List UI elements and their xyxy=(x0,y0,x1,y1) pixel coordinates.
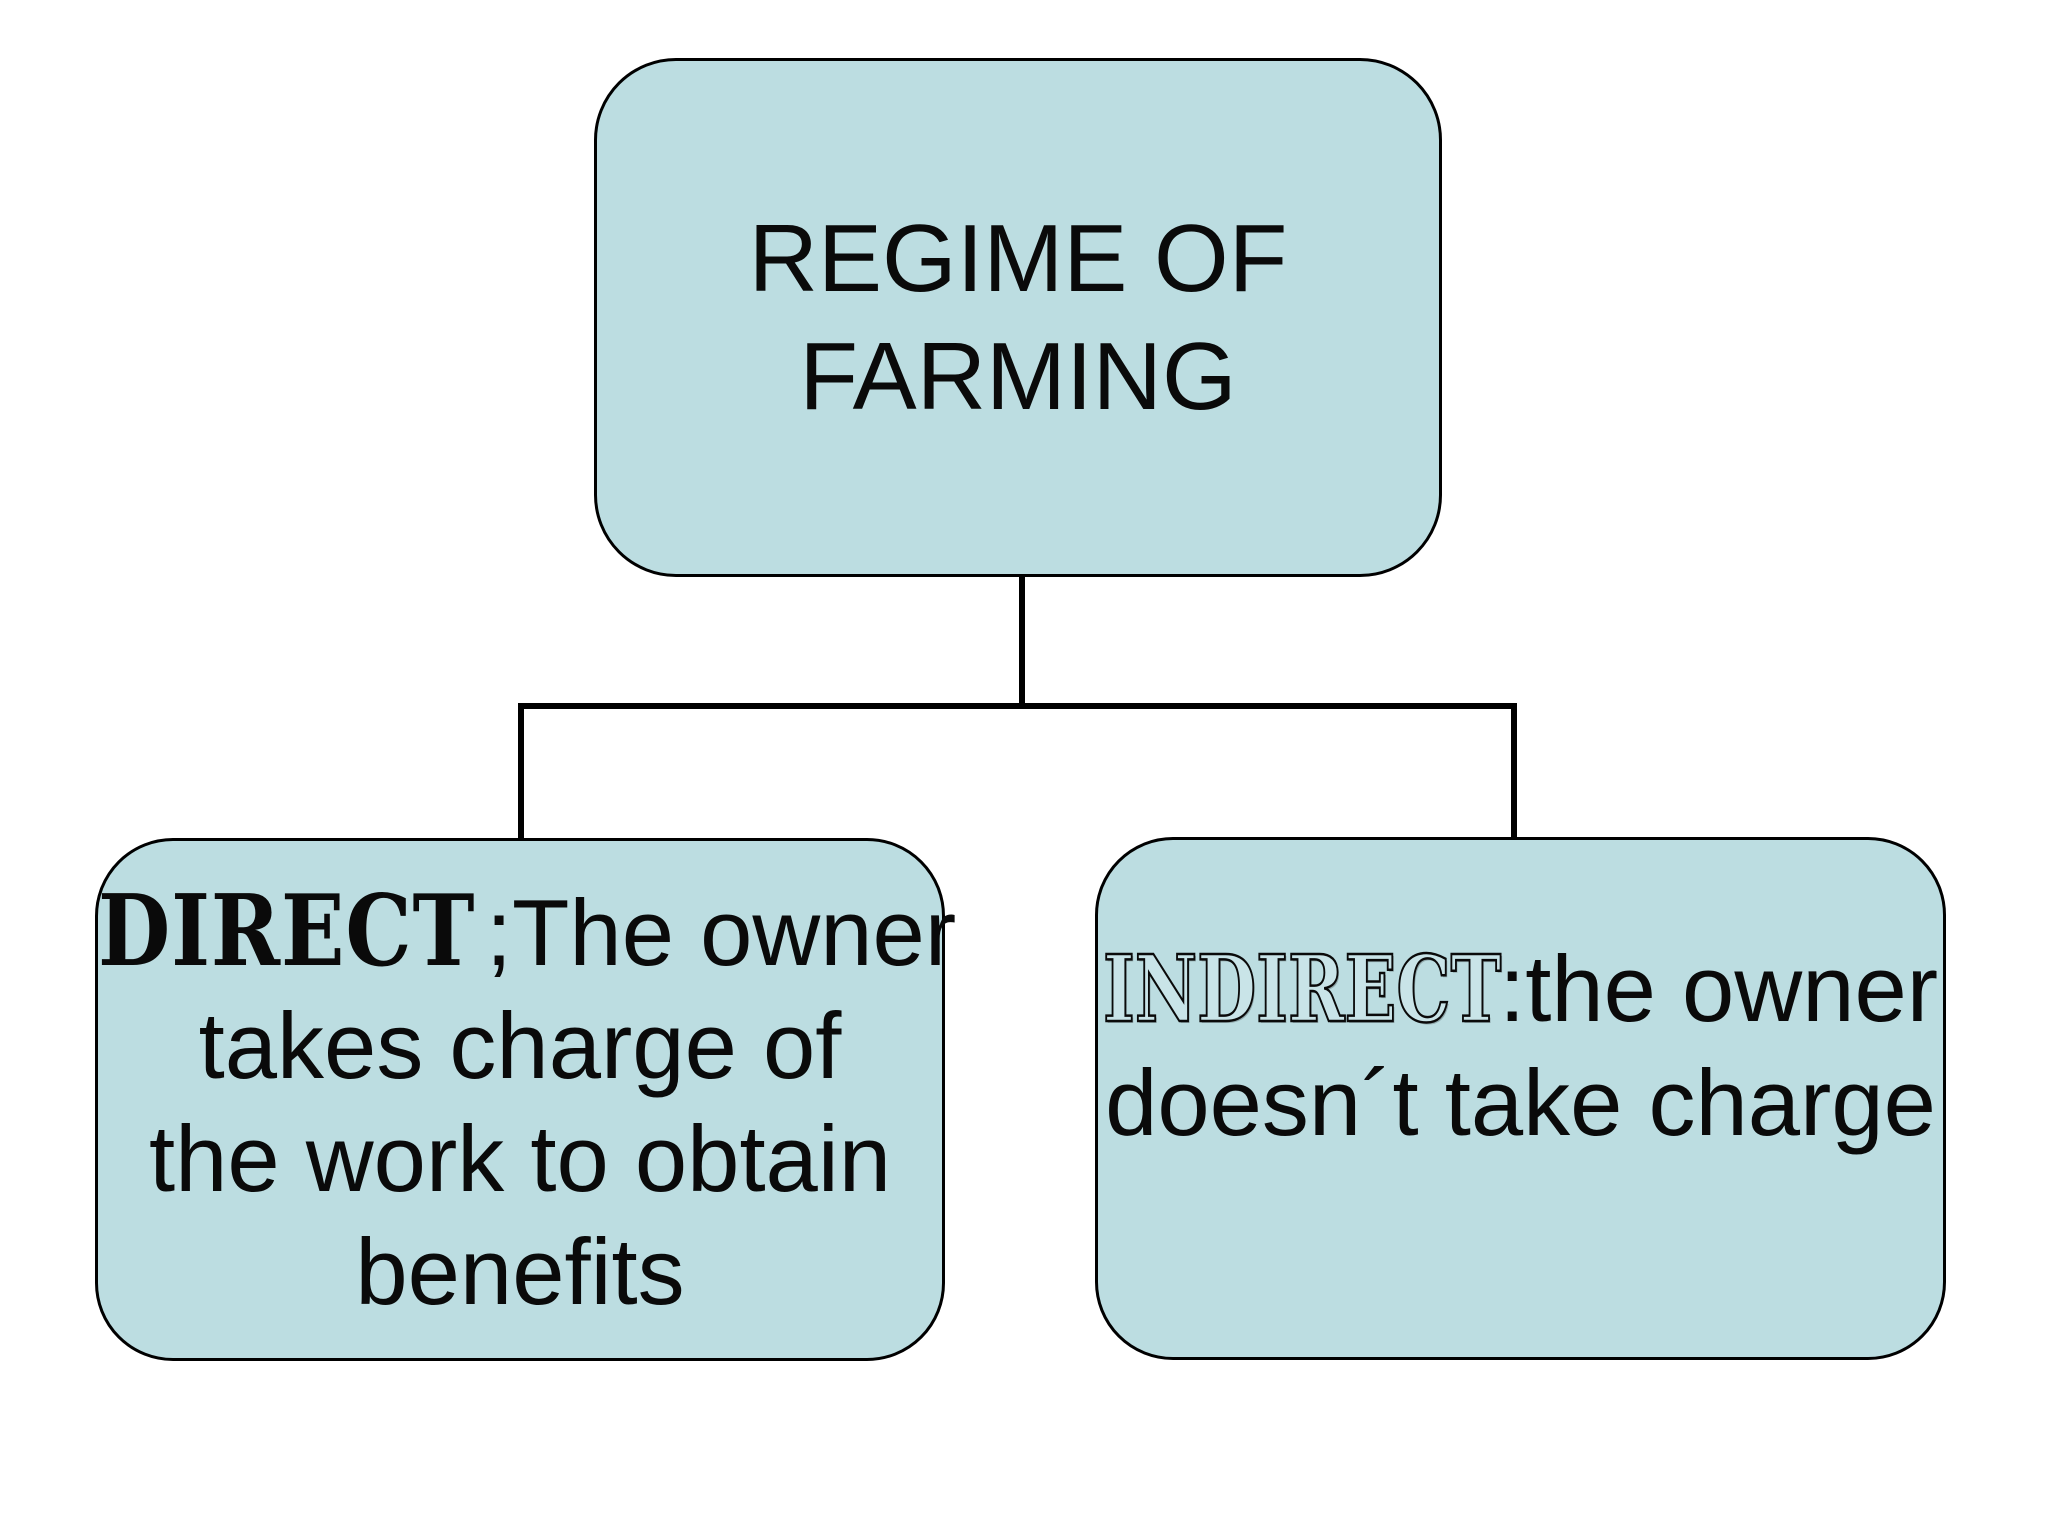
direct-keyword: DIRECT xyxy=(98,874,476,989)
root-title-line-1: REGIME OF xyxy=(748,204,1288,312)
node-regime-of-farming: REGIME OF FARMING xyxy=(594,58,1442,577)
node-direct: DIRECT;The owner takes charge of the wor… xyxy=(95,838,956,1361)
connector-stem xyxy=(1019,574,1025,709)
direct-line-4: benefits xyxy=(355,1219,685,1324)
node-indirect: INDIRECT:the owner doesn´t take charge xyxy=(1095,837,1946,1360)
indirect-line-1: INDIRECT:the owner xyxy=(1098,932,1943,1046)
direct-line-1-rest: ;The owner xyxy=(485,880,957,985)
connector-drop-left xyxy=(518,703,524,841)
direct-line-3: the work to obtain xyxy=(149,1106,891,1211)
direct-line-1: DIRECT;The owner xyxy=(98,874,956,989)
connector-drop-right xyxy=(1511,703,1517,840)
root-title-line-2: FARMING xyxy=(799,322,1237,430)
indirect-line-1-rest: :the owner xyxy=(1499,936,1939,1041)
connector-horizontal-rail xyxy=(518,703,1517,709)
direct-line-2: takes charge of xyxy=(198,993,842,1098)
indirect-keyword: INDIRECT xyxy=(1102,934,1502,1045)
indirect-line-2: doesn´t take charge xyxy=(1105,1050,1936,1155)
